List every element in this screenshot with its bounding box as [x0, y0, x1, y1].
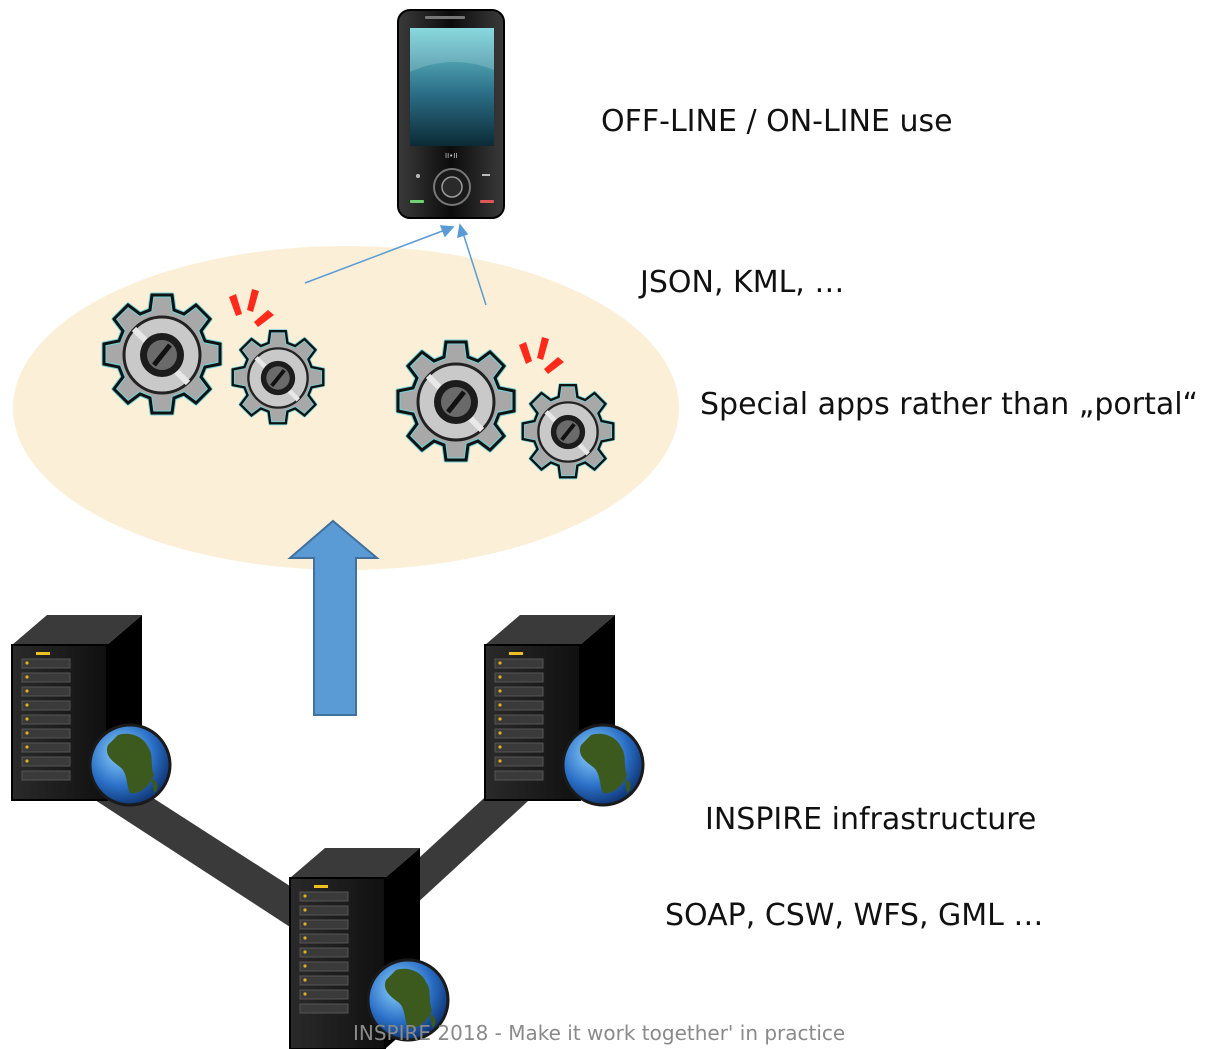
svg-text:II•II: II•II — [445, 152, 457, 160]
formats-label: JSON, KML, … — [638, 265, 844, 300]
offline-online-label: OFF-LINE / ON-LINE use — [601, 104, 953, 139]
globe-icon — [88, 723, 172, 807]
spark-icon — [229, 289, 274, 327]
infrastructure-label: INSPIRE infrastructure — [705, 802, 1036, 837]
data-flow-arrows — [304, 223, 487, 306]
gear-pair-icon — [398, 337, 613, 477]
protocols-label: SOAP, CSW, WFS, GML … — [665, 898, 1043, 933]
server-globe-icon — [289, 848, 420, 1049]
globe-icon — [366, 958, 450, 1042]
footer-text: INSPIRE 2018 - Make it work together' in… — [353, 1021, 845, 1045]
gear-pair-icon — [104, 289, 323, 423]
mobile-phone-icon: II•II — [397, 9, 505, 219]
spark-icon — [519, 337, 564, 374]
apps-label: Special apps rather than „portal“ — [700, 387, 1198, 422]
up-arrow-icon — [287, 519, 380, 716]
globe-icon — [561, 723, 645, 807]
